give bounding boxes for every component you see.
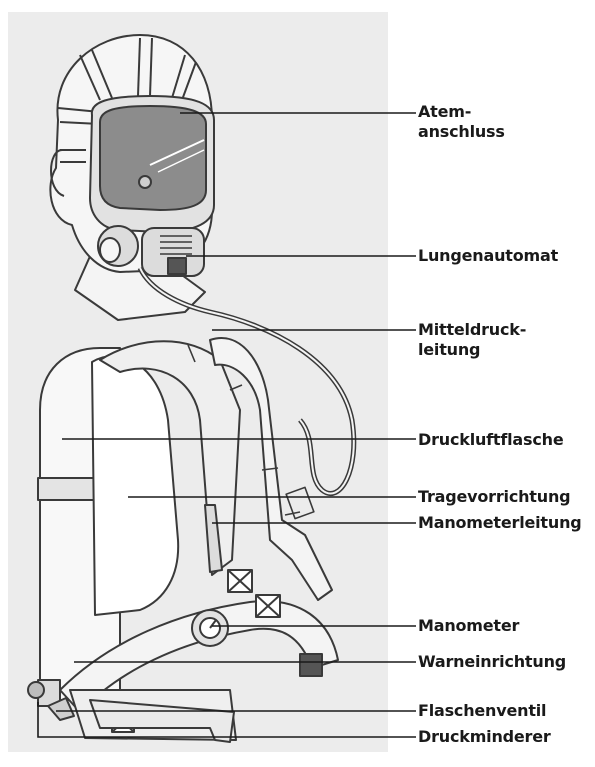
label-druckluftflasche: Druckluftflasche: [418, 430, 563, 450]
label-manometerleitung: Manometerleitung: [418, 513, 582, 533]
label-atemanschluss: Atem- anschluss: [418, 102, 505, 142]
label-manometer: Manometer: [418, 616, 519, 636]
label-mitteldruckleitung: Mitteldruck- leitung: [418, 320, 526, 360]
label-tragevorrichtung: Tragevorrichtung: [418, 487, 570, 507]
label-warneinrichtung: Warneinrichtung: [418, 652, 566, 672]
label-druckminderer: Druckminderer: [418, 727, 551, 747]
label-lungenautomat: Lungenautomat: [418, 246, 558, 266]
label-flaschenventil: Flaschenventil: [418, 701, 546, 721]
